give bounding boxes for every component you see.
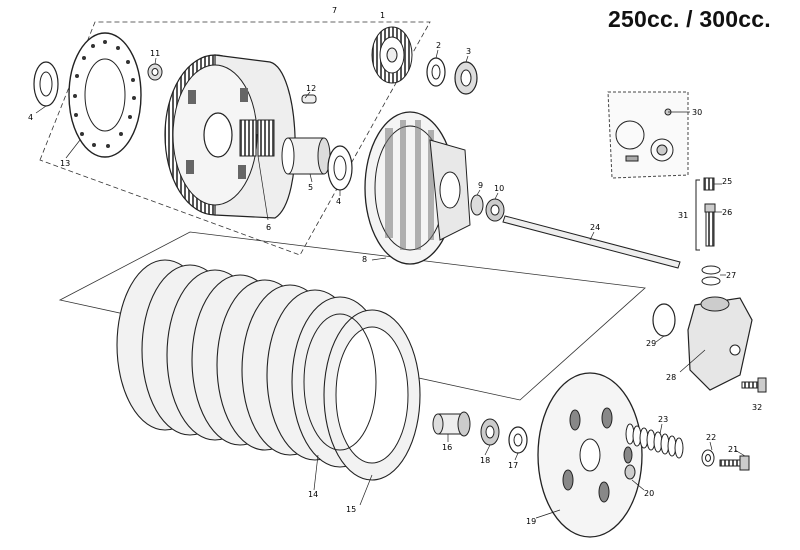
callout-25: 25 [722,177,732,186]
callout-14: 14 [308,490,318,499]
bearing-part-18[interactable] [480,418,500,446]
gasket-kit-part-30[interactable] [607,91,689,179]
callout-32: 32 [752,403,762,412]
collar-part-16[interactable] [432,411,471,437]
gear-part-1[interactable] [371,26,413,84]
push-rod-part-24[interactable] [502,215,681,269]
bushing-part-5[interactable] [281,137,331,175]
callout-1: 1 [380,11,385,20]
nut-part-10[interactable] [485,198,505,222]
needle-bearing-part-6[interactable] [239,119,275,157]
bolt-part-21[interactable] [719,455,750,471]
callout-17: 17 [508,461,518,470]
friction-disc-part-13[interactable] [68,32,142,158]
bearing-part-9[interactable] [470,194,484,216]
callout-28: 28 [666,373,676,382]
bleeder-screw-part-25[interactable] [703,177,715,191]
callout-31: 31 [678,211,688,220]
callout-4: 4 [336,197,341,206]
callout-15: 15 [346,505,356,514]
callout-4: 4 [28,113,33,122]
callout-23: 23 [658,415,668,424]
callout-27: 27 [726,271,736,280]
bleeder-screw-part-26[interactable] [704,203,716,247]
callout-2: 2 [436,41,441,50]
callout-20: 20 [644,489,654,498]
bracket-31 [695,179,700,251]
callout-18: 18 [480,456,490,465]
callout-5: 5 [308,183,313,192]
washer-part-17[interactable] [508,426,528,454]
clutch-plate-stack[interactable] [116,259,421,481]
clutch-basket[interactable] [164,54,296,219]
page-title: 250cc. / 300cc. [608,6,771,32]
washer-part-2[interactable] [426,57,446,87]
washer-part-4-right[interactable] [327,145,353,191]
pressure-plate-part-19[interactable] [537,372,643,538]
callout-9: 9 [478,181,483,190]
inner-hub-part-8[interactable] [364,111,471,265]
spring-part-23[interactable] [625,423,684,459]
callout-26: 26 [722,208,732,217]
bolt-part-20[interactable] [624,464,636,480]
washer-part-22[interactable] [701,449,715,467]
callout-30: 30 [692,108,702,117]
callout-labels: 1 2 3 4 4 5 6 7 8 9 10 11 12 13 14 15 16… [28,6,762,526]
callout-13: 13 [60,159,70,168]
bearing-part-3[interactable] [454,61,478,95]
callout-7: 7 [332,6,337,15]
callout-22: 22 [706,433,716,442]
pin-part-12[interactable] [301,94,317,104]
callout-3: 3 [466,47,471,56]
callout-12: 12 [306,84,316,93]
bolt-part-32[interactable] [741,377,767,393]
callout-29: 29 [646,339,656,348]
callout-11: 11 [150,49,160,58]
callout-6: 6 [266,223,271,232]
callout-10: 10 [494,184,504,193]
o-ring-part-29[interactable] [652,303,676,337]
washer-part-4-left[interactable] [33,61,59,107]
o-ring-part-27[interactable] [701,265,721,286]
callout-8: 8 [362,255,367,264]
slave-cylinder-part-28[interactable] [687,296,753,391]
nut-part-11[interactable] [147,63,163,81]
callout-21: 21 [728,445,738,454]
callout-24: 24 [590,223,600,232]
callout-19: 19 [526,517,536,526]
callout-16: 16 [442,443,452,452]
leader-lines [35,49,746,519]
